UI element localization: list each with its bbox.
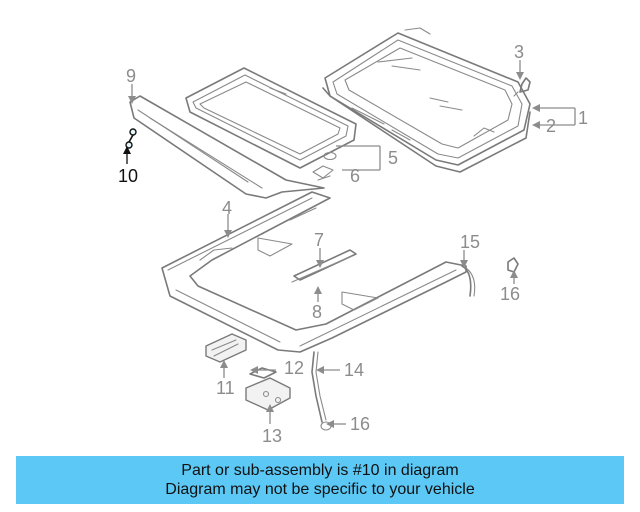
- callout-label: 16: [500, 284, 520, 304]
- guide-rail-parts: [291, 249, 357, 283]
- banner-line-1: Part or sub-assembly is #10 in diagram: [181, 462, 459, 479]
- callout-label: 1: [578, 108, 588, 128]
- deflector-part: [129, 95, 325, 199]
- callout-label: 8: [312, 302, 322, 322]
- sunshade-panel-part: [185, 67, 357, 169]
- callout-label: 7: [314, 230, 324, 250]
- callout-arrowheads: [123, 72, 540, 428]
- callout-label: 3: [514, 42, 524, 62]
- info-banner: Part or sub-assembly is #10 in diagram D…: [16, 456, 624, 504]
- part-10-link: [125, 128, 137, 149]
- callout-label: 15: [460, 232, 480, 252]
- bracket-parts: [245, 367, 291, 411]
- motor-part: [205, 333, 247, 363]
- drain-hose-lower-part: [311, 351, 332, 431]
- callout-label: 2: [546, 116, 556, 136]
- parts-diagram: 1 2 3 4 5 6 7 8 9 10 11 12 13 14 15 16 1…: [118, 27, 588, 446]
- callout-label: 11: [216, 378, 235, 398]
- callout-label: 12: [284, 358, 304, 378]
- callout-label: 13: [262, 426, 282, 446]
- callout-label-highlighted: 10: [118, 166, 138, 186]
- callout-leaders: [126, 60, 576, 425]
- stopper-parts: [312, 151, 337, 181]
- sunroof-frame-part: [161, 191, 467, 353]
- callout-label: 5: [388, 148, 398, 168]
- banner-line-2: Diagram may not be specific to your vehi…: [165, 481, 475, 498]
- callout-label: 14: [344, 360, 364, 380]
- bolt-part: [513, 77, 531, 97]
- callout-label: 6: [350, 166, 360, 186]
- weatherstrip-part: [322, 87, 531, 173]
- clip-part-upper: [507, 257, 519, 273]
- glass-panel-part: [324, 27, 531, 166]
- callout-label: 9: [126, 66, 136, 86]
- callout-label: 16: [350, 414, 370, 434]
- callout-label: 4: [222, 198, 232, 218]
- drain-hose-part: [461, 265, 476, 297]
